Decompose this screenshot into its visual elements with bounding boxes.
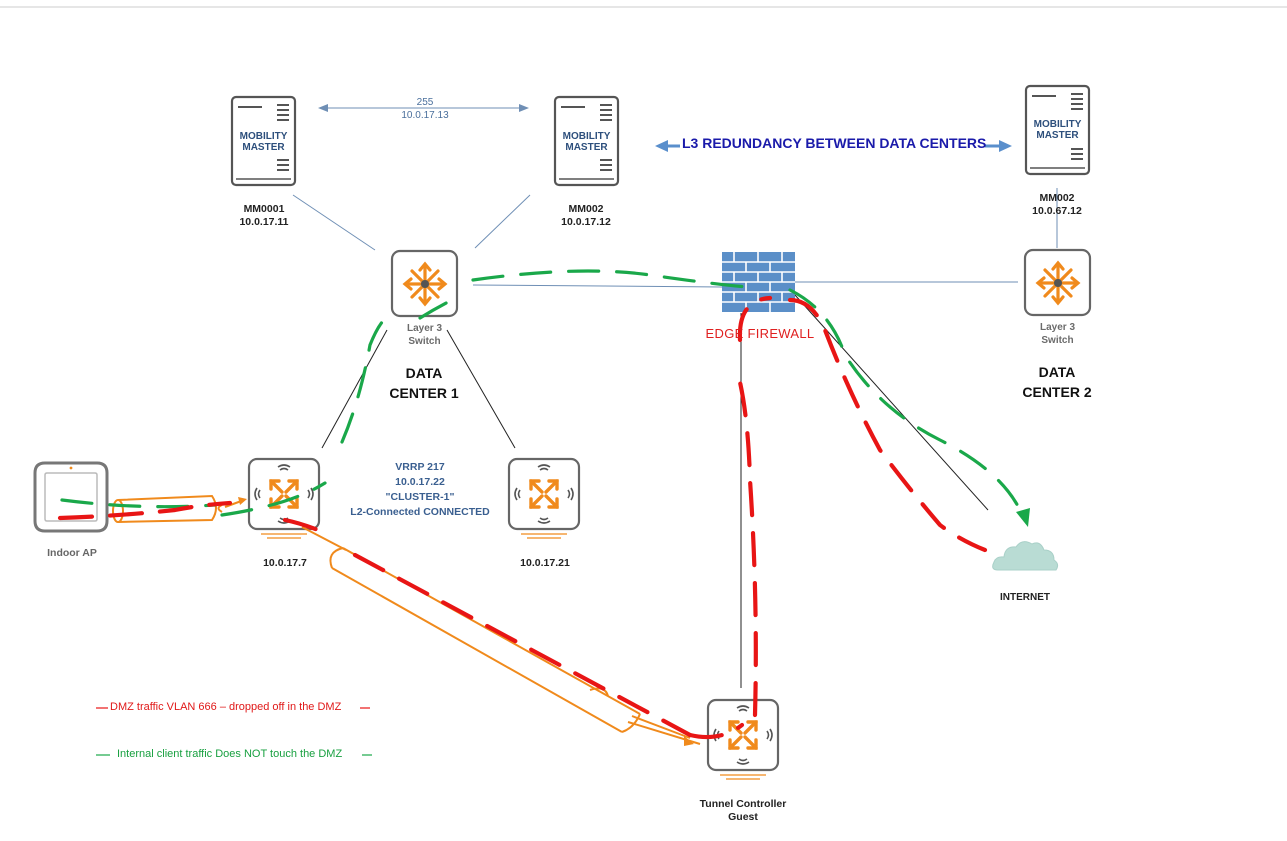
green-arrowhead	[1016, 508, 1030, 527]
internet-label: INTERNET	[1000, 592, 1050, 603]
mm1-label: MM0001 10.0.17.11	[222, 203, 306, 229]
ap-tunnel	[112, 494, 247, 523]
controller2-ip: 10.0.17.21	[520, 557, 570, 569]
mm1-title-line1: MOBILITY	[239, 131, 288, 142]
mm3-label: MM002 10.0.67.12	[1015, 192, 1099, 218]
dc2-label: DATA CENTER 2	[1007, 362, 1107, 402]
layer3-switch-1-icon[interactable]	[390, 249, 459, 318]
tunnel-controller-label: Tunnel Controller Guest	[683, 798, 803, 824]
mm1-name: MM0001	[243, 203, 285, 215]
mm2-title: MOBILITY MASTER	[555, 131, 618, 153]
controller-1-icon[interactable]	[247, 457, 321, 539]
mobility-master-1-icon[interactable]	[230, 95, 297, 187]
internal-traffic-path	[60, 269, 1022, 517]
l3-redundancy-label: L3 REDUNDANCY BETWEEN DATA CENTERS	[682, 135, 987, 151]
dc2-line1: DATA	[1038, 364, 1076, 380]
mm3-title-line1: MOBILITY	[1033, 119, 1082, 130]
tunnel-controller-icon[interactable]	[706, 698, 780, 780]
edge-firewall-label: EDGE FIREWALL	[705, 326, 815, 341]
vrrp-label: VRRP 217 10.0.17.22 "CLUSTER-1" L2-Conne…	[350, 460, 490, 520]
indoor-ap-icon[interactable]	[33, 461, 109, 533]
edge-firewall-icon[interactable]	[722, 252, 795, 312]
mm2-title-line1: MOBILITY	[562, 131, 611, 142]
switch1-label: Layer 3 Switch	[392, 322, 457, 348]
controller-2-icon[interactable]	[507, 457, 581, 539]
vrrp-line4: L2-Connected CONNECTED	[350, 506, 490, 518]
dc1-line1: DATA	[405, 365, 443, 381]
mobility-master-2-icon[interactable]	[553, 95, 620, 187]
legend-red-text: DMZ traffic VLAN 666 – dropped off in th…	[110, 701, 342, 713]
mobility-master-3-icon[interactable]	[1024, 84, 1091, 176]
mm2-name: MM002	[568, 203, 604, 215]
controller1-ip: 10.0.17.7	[263, 557, 307, 569]
layer3-switch-2-icon[interactable]	[1023, 248, 1092, 317]
dc2-line2: CENTER 2	[1022, 384, 1092, 400]
mm-link-vrrp: 255	[416, 97, 434, 108]
mm2-label: MM002 10.0.17.12	[544, 203, 628, 229]
vrrp-line2: 10.0.17.22	[395, 476, 445, 488]
tunnel-controller-line1: Tunnel Controller	[699, 798, 787, 810]
mm-link-label: 255 10.0.17.13	[385, 96, 465, 122]
vrrp-line1: VRRP 217	[395, 461, 445, 473]
dmz-traffic-path	[57, 295, 988, 740]
switch2-line1: Layer 3	[1039, 322, 1076, 333]
mm3-title: MOBILITY MASTER	[1026, 119, 1089, 141]
mm2-ip: 10.0.17.12	[561, 216, 611, 228]
mm1-title-line2: MASTER	[242, 142, 285, 153]
internet-cloud-icon[interactable]	[992, 541, 1059, 571]
dc1-label: DATA CENTER 1	[374, 363, 474, 403]
indoor-ap-label: Indoor AP	[47, 547, 97, 559]
mm2-title-line2: MASTER	[565, 142, 608, 153]
guest-tunnel	[301, 526, 701, 746]
vrrp-line3: "CLUSTER-1"	[385, 491, 455, 503]
switch2-line2: Switch	[1041, 335, 1074, 346]
mm3-name: MM002	[1039, 192, 1075, 204]
mm1-title: MOBILITY MASTER	[232, 131, 295, 153]
tunnel-controller-line2: Guest	[728, 811, 758, 823]
switch2-label: Layer 3 Switch	[1025, 321, 1090, 347]
switch1-line2: Switch	[408, 336, 441, 347]
mm3-ip: 10.0.67.12	[1032, 205, 1082, 217]
legend-green-text: Internal client traffic Does NOT touch t…	[117, 748, 343, 760]
dc1-line2: CENTER 1	[389, 385, 459, 401]
mm3-title-line2: MASTER	[1036, 130, 1079, 141]
switch1-line1: Layer 3	[406, 323, 443, 334]
mm1-ip: 10.0.17.11	[239, 216, 289, 228]
mm-link-ip: 10.0.17.13	[401, 110, 449, 121]
